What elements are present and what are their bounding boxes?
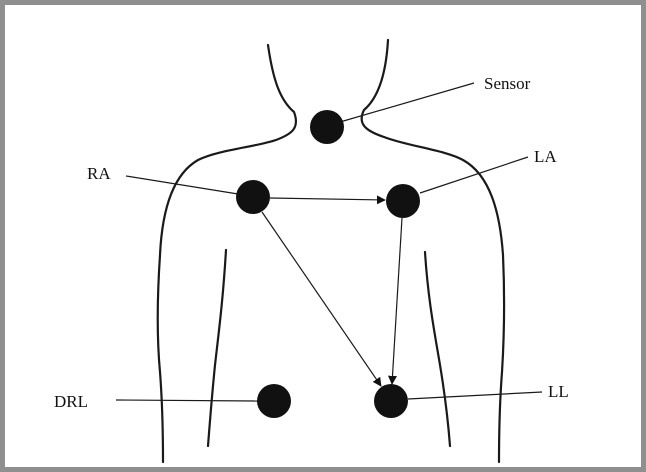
sensor-label: Sensor — [484, 74, 531, 93]
drl-label: DRL — [54, 392, 88, 411]
ra-to-la-arrow — [270, 198, 385, 200]
la-label: LA — [534, 147, 557, 166]
la-leader-line — [420, 157, 528, 193]
ra-electrode — [236, 180, 270, 214]
left-arm-inner-contour — [208, 250, 226, 446]
ll-electrode — [374, 384, 408, 418]
right-arm-inner-contour — [425, 252, 450, 446]
ra-leader-line — [126, 176, 238, 194]
ra-to-ll-arrow — [262, 212, 381, 386]
drl-electrode — [257, 384, 291, 418]
sensor-leader-line — [340, 83, 474, 122]
sensor-electrode — [310, 110, 344, 144]
ra-label: RA — [87, 164, 111, 183]
torso-outline — [158, 40, 504, 462]
ll-leader-line — [408, 392, 542, 399]
lead-vectors — [262, 198, 402, 386]
drl-leader-line — [116, 400, 258, 401]
ll-label: LL — [548, 382, 569, 401]
la-electrode — [386, 184, 420, 218]
la-to-ll-arrow — [392, 218, 402, 384]
